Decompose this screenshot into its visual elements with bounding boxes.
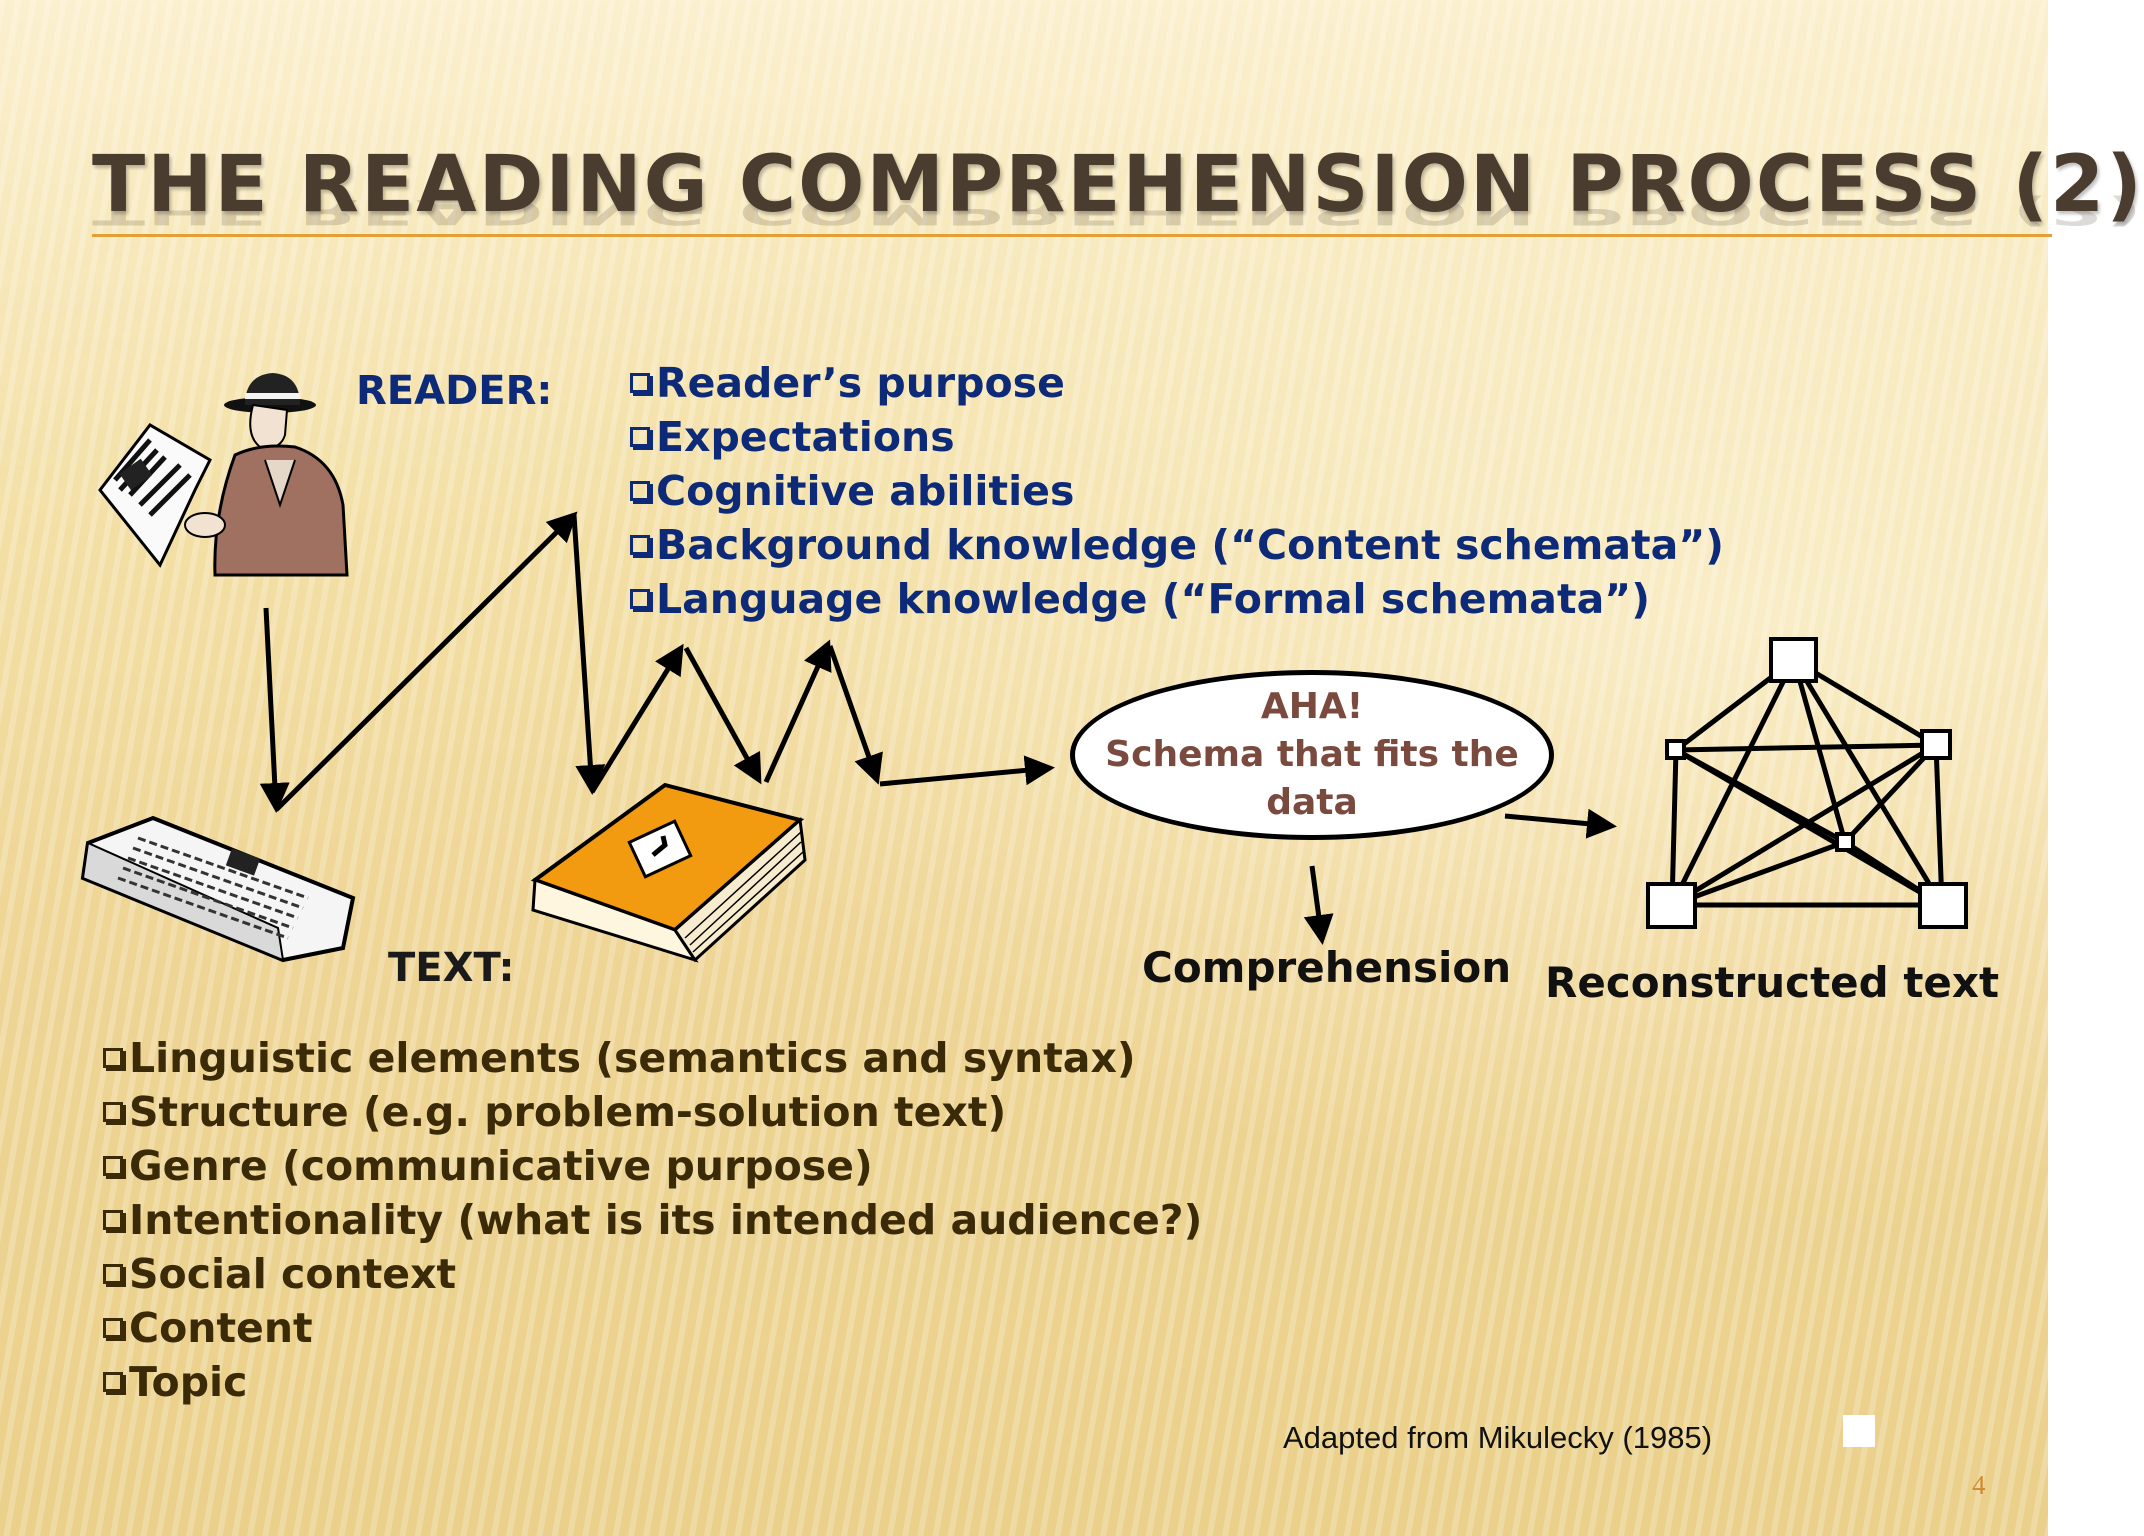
schema-line-1: AHA! — [1260, 686, 1364, 727]
schema-ellipse: AHA! Schema that fits the data — [1070, 670, 1554, 840]
arrow-book-up-1 — [589, 643, 684, 794]
arrow-reader-list-to-book — [571, 514, 606, 795]
schema-line-2: Schema that fits the — [1105, 734, 1519, 775]
arrow-newspaper-to-reader-list — [274, 511, 578, 812]
list-item: Linguistic elements (semantics and synta… — [103, 1031, 1202, 1085]
list-item: Structure (e.g. problem-solution text) — [103, 1085, 1202, 1139]
reconstructed-text-label: Reconstructed text — [1545, 958, 2000, 1007]
checkbox-bullet-icon — [103, 1318, 123, 1338]
newspaper-icon — [80, 815, 356, 963]
list-item: Content — [103, 1301, 1202, 1355]
checkbox-bullet-icon — [103, 1156, 123, 1176]
text-factors-list: Linguistic elements (semantics and synta… — [103, 1031, 1202, 1409]
title-rule — [92, 234, 2052, 237]
list-item: Genre (communicative purpose) — [103, 1139, 1202, 1193]
checkbox-bullet-icon — [103, 1048, 123, 1068]
list-item: Intentionality (what is its intended aud… — [103, 1193, 1202, 1247]
reader-factors-list: Reader’s purpose Expectations Cognitive … — [630, 356, 1724, 626]
process-arrows — [259, 511, 1968, 945]
checkbox-bullet-icon — [630, 481, 650, 501]
checkbox-bullet-icon — [630, 373, 650, 393]
checkbox-bullet-icon — [103, 1210, 123, 1230]
list-item: Topic — [103, 1355, 1202, 1409]
checkbox-bullet-icon — [630, 589, 650, 609]
checkbox-bullet-icon — [103, 1264, 123, 1284]
checkbox-bullet-icon — [630, 535, 650, 555]
arrow-down-2 — [827, 645, 883, 785]
comprehension-label: Comprehension — [1142, 943, 1512, 992]
checkbox-bullet-icon — [103, 1372, 123, 1392]
reader-label: READER: — [356, 368, 553, 414]
schema-line-3: data — [1266, 782, 1358, 823]
arrow-reader-to-newspaper — [259, 607, 290, 813]
text-label: TEXT: — [388, 945, 515, 991]
list-item: Reader’s purpose — [630, 356, 1724, 410]
arrow-schema-to-network — [1504, 808, 1617, 839]
list-item: Background knowledge (“Content schemata”… — [630, 518, 1724, 572]
checkbox-bullet-icon — [630, 427, 650, 447]
arrow-to-schema — [879, 755, 1055, 787]
book-icon — [530, 782, 807, 963]
decorative-square — [1843, 1415, 1875, 1447]
page-number: 4 — [1972, 1470, 1986, 1500]
list-item: Expectations — [630, 410, 1724, 464]
arrow-down-1 — [683, 646, 762, 785]
slide-title: THE READING COMPREHENSION PROCESS (2) — [92, 140, 2144, 230]
list-item: Language knowledge (“Formal schemata”) — [630, 572, 1724, 626]
list-item: Cognitive abilities — [630, 464, 1724, 518]
arrow-up-2 — [763, 639, 832, 784]
list-item: Social context — [103, 1247, 1202, 1301]
citation: Adapted from Mikulecky (1985) — [1283, 1420, 1713, 1455]
checkbox-bullet-icon — [103, 1102, 123, 1122]
arrow-schema-to-comprehension — [1303, 865, 1334, 945]
network-graph-icon — [1669, 657, 1945, 908]
man-reading-newspaper-icon — [98, 373, 349, 577]
